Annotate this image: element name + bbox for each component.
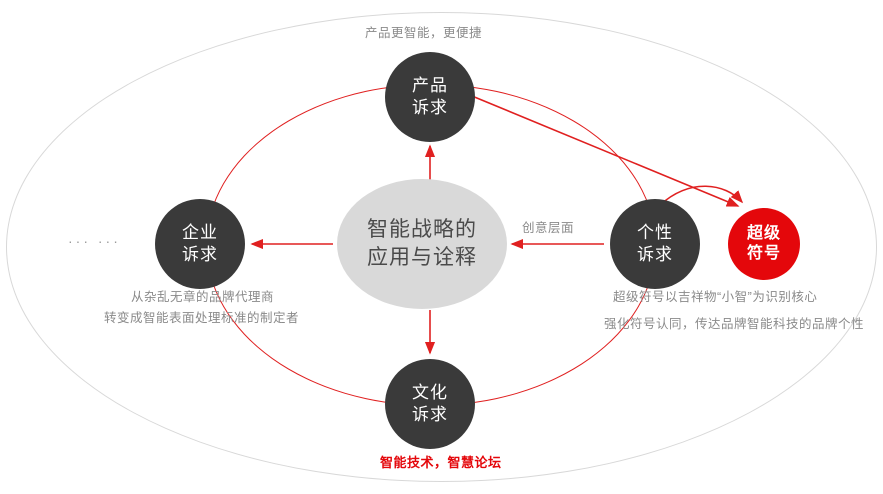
caption-person-line1: 超级符号以吉祥物“小智”为识别核心	[613, 290, 818, 304]
node-product-line1: 产品	[412, 75, 448, 95]
caption-company-line2: 转变成智能表面处理标准的制定者	[104, 311, 300, 325]
node-culture-line2: 诉求	[412, 405, 448, 424]
ellipsis-decoration: ··· ···	[68, 233, 121, 249]
caption-culture-bottom: 智能技术，智慧论坛	[380, 455, 502, 470]
arrow-person-to-symbol	[659, 185, 744, 206]
arrow-product-to-symbol	[471, 95, 740, 207]
node-company-line1: 企业	[182, 222, 218, 242]
caption-product-top: 产品更智能，更便捷	[365, 26, 483, 40]
node-company: 企业 诉求	[155, 199, 245, 289]
caption-creative-layer: 创意层面	[522, 221, 575, 235]
center-node: 智能战略的 应用与诠释	[337, 179, 507, 309]
caption-company-line1: 从杂乱无章的品牌代理商	[131, 290, 275, 304]
center-node-line1: 智能战略的	[367, 217, 477, 241]
node-product: 产品 诉求	[385, 52, 475, 142]
outer-ellipse-decoration	[6, 12, 877, 482]
caption-person-line2: 强化符号认同，传达品牌智能科技的品牌个性	[604, 317, 865, 331]
node-culture: 文化 诉求	[385, 359, 475, 449]
node-product-line2: 诉求	[412, 98, 448, 117]
center-node-line2: 应用与诠释	[367, 246, 477, 269]
node-symbol-line2: 符号	[746, 245, 781, 262]
node-super-symbol: 超级 符号	[728, 208, 800, 280]
node-symbol-line1: 超级	[746, 225, 781, 242]
node-person-line2: 诉求	[637, 245, 673, 264]
node-company-line2: 诉求	[182, 245, 218, 264]
node-culture-line1: 文化	[412, 382, 448, 402]
node-person: 个性 诉求	[610, 199, 700, 289]
node-person-line1: 个性	[637, 222, 673, 242]
